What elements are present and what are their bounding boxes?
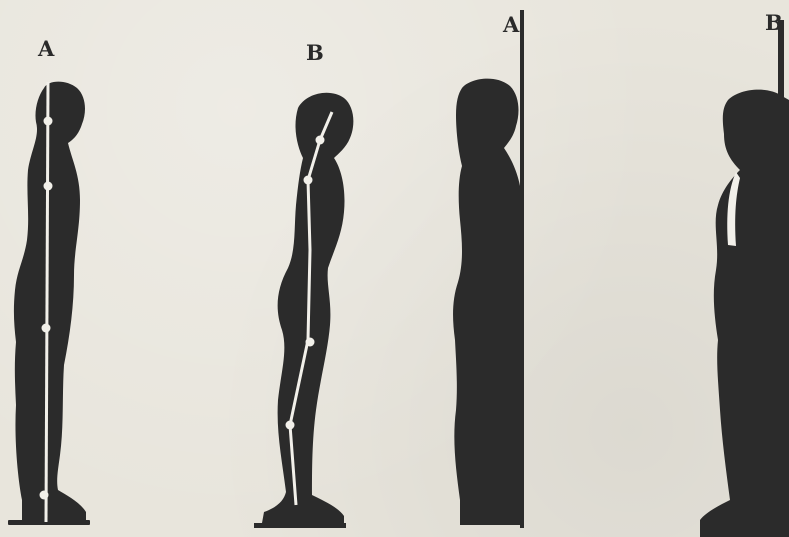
silhouette-a-left (8, 82, 90, 525)
silhouette-a-right (453, 10, 524, 528)
silhouette-b-right (700, 20, 789, 537)
silhouette-b-left (254, 93, 353, 528)
